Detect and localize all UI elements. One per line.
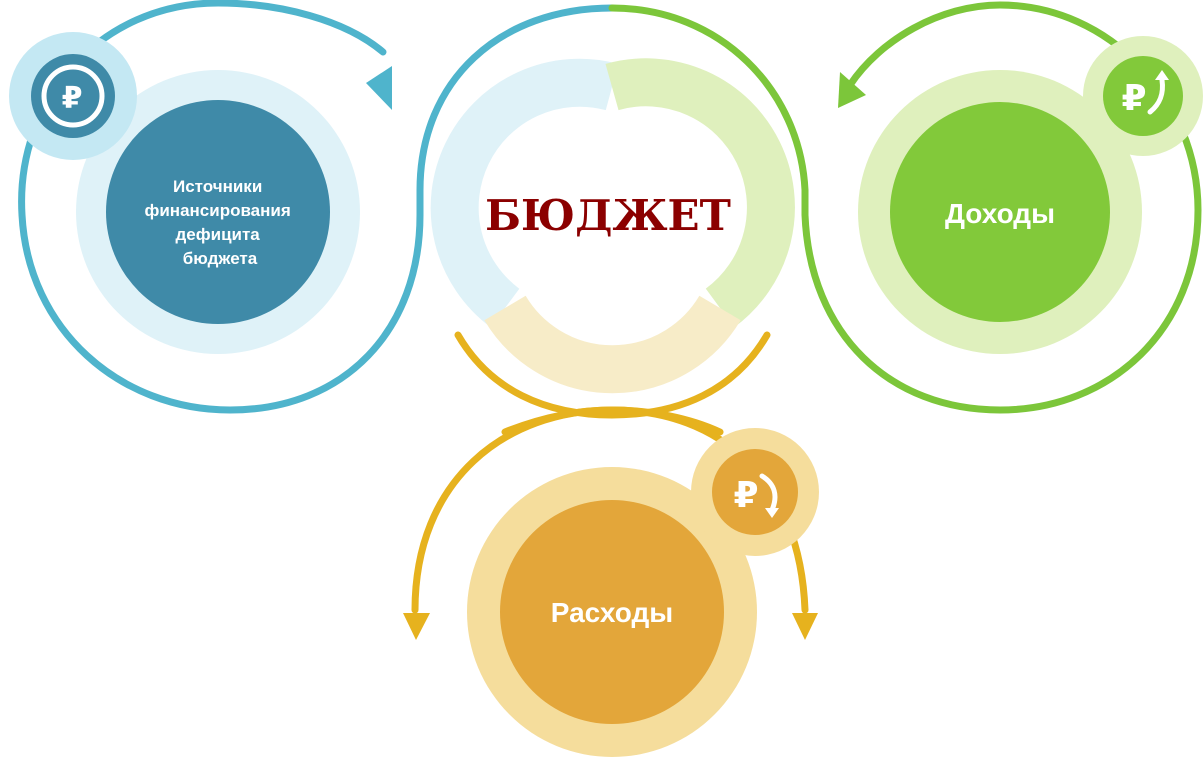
income-node-core bbox=[890, 102, 1110, 322]
income-node-label: Доходы bbox=[945, 198, 1055, 229]
budget-title: БЮДЖЕТ bbox=[485, 191, 731, 240]
sources-node-core bbox=[106, 100, 330, 324]
sources-node-label: Источники финансирования дефицита бюджет… bbox=[144, 177, 295, 268]
svg-text:₽: ₽ bbox=[1121, 78, 1146, 119]
ruble-up-arrow-icon: ₽ bbox=[1083, 36, 1203, 156]
green-ring-arc bbox=[608, 1, 1202, 414]
donut-segment-blue bbox=[430, 58, 619, 328]
blue-arrowhead-icon bbox=[366, 66, 392, 110]
ruble-down-arrow-icon: ₽ bbox=[691, 428, 819, 556]
yellow-left-arrowhead-icon bbox=[403, 613, 430, 640]
sources-label-line-3: дефицита bbox=[176, 225, 261, 244]
income-node: Доходы ₽ bbox=[858, 36, 1203, 354]
budget-donut bbox=[430, 58, 795, 394]
donut-segment-green bbox=[605, 58, 795, 328]
arrowheads bbox=[366, 66, 866, 640]
flow-lines bbox=[18, 0, 1202, 614]
yellow-right-arrowhead-icon bbox=[792, 613, 818, 640]
expenses-node-label: Расходы bbox=[551, 597, 673, 628]
blue-ring-arc bbox=[18, 0, 616, 414]
sources-label-line-1: Источники bbox=[173, 177, 262, 196]
expenses-node-core bbox=[500, 500, 724, 724]
expenses-node: Расходы ₽ bbox=[467, 428, 819, 757]
yellow-bowl-arc bbox=[454, 331, 771, 419]
sources-label-line-2: финансирования bbox=[144, 201, 290, 220]
green-arrowhead-icon bbox=[838, 72, 866, 108]
donut-center bbox=[512, 112, 712, 312]
svg-text:₽: ₽ bbox=[62, 81, 83, 116]
donut-segment-yellow bbox=[484, 295, 741, 394]
sources-node: Источники финансирования дефицита бюджет… bbox=[9, 32, 360, 354]
sources-label-line-4: бюджета bbox=[183, 249, 258, 268]
ruble-coin-icon: ₽ bbox=[9, 32, 137, 160]
svg-text:₽: ₽ bbox=[733, 475, 758, 516]
